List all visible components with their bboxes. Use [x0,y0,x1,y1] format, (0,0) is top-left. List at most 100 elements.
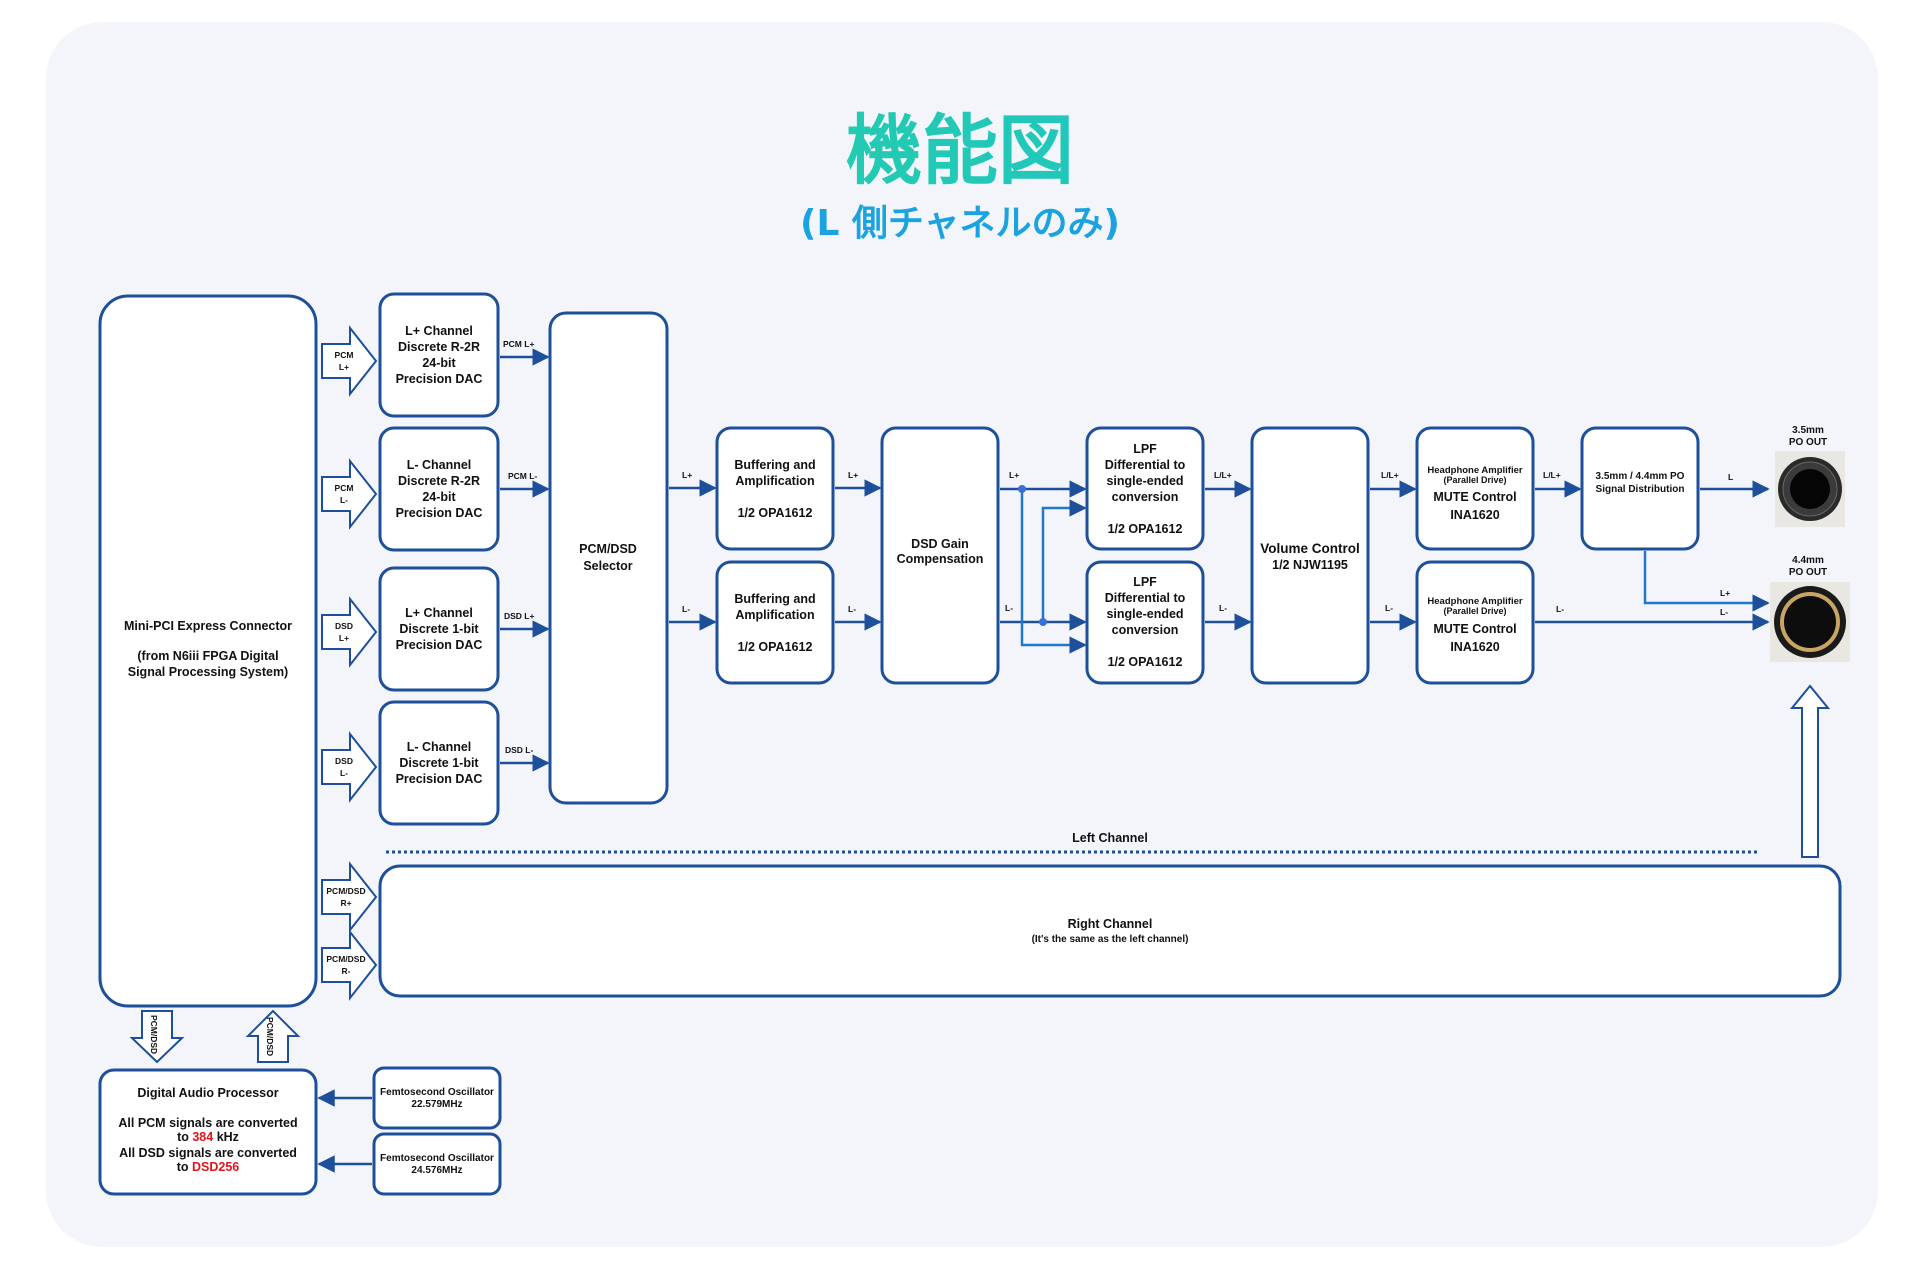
svg-text:L-: L- [1005,603,1013,613]
svg-text:Headphone Amplifier: Headphone Amplifier [1427,596,1522,607]
buffer-box-top: Buffering and Amplification 1/2 OPA1612 [715,426,835,551]
oscillator-22mhz-box: Femtosecond Oscillator 22.579MHz [372,1066,502,1130]
input-arrow-pcm-l-minus: PCM L- [321,458,378,530]
svg-text:DSD L+: DSD L+ [504,611,535,621]
svg-text:L-: L- [340,768,348,778]
svg-text:PCM L+: PCM L+ [503,339,534,349]
svg-text:1/2 NJW1195: 1/2 NJW1195 [1272,558,1348,572]
svg-text:PCM/DSD: PCM/DSD [326,886,365,896]
svg-text:PO OUT: PO OUT [1789,437,1827,448]
svg-text:conversion: conversion [1112,490,1179,504]
jack-35mm: 3.5mm PO OUT [1775,425,1845,527]
svg-text:L- Channel: L- Channel [407,458,472,472]
connector-source-2: Signal Processing System) [128,665,288,679]
signal-label: L+ [682,470,692,480]
svg-text:Compensation: Compensation [897,552,984,566]
svg-text:Selector: Selector [583,559,632,573]
svg-text:Femtosecond Oscillator: Femtosecond Oscillator [380,1087,494,1098]
input-arrow-pcm-l-plus: PCM L+ [321,325,378,397]
svg-text:24-bit: 24-bit [422,356,456,370]
svg-text:Amplification: Amplification [735,608,814,622]
svg-text:Buffering and: Buffering and [734,592,815,606]
svg-text:R-: R- [342,966,351,976]
svg-text:22.579MHz: 22.579MHz [411,1099,462,1110]
headphone-amp-box-top: Headphone Amplifier (Parallel Drive) MUT… [1415,426,1535,551]
svg-text:1/2 OPA1612: 1/2 OPA1612 [738,640,813,654]
signal-label: L- [1219,603,1227,613]
svg-text:Amplification: Amplification [735,474,814,488]
svg-text:single-ended: single-ended [1106,474,1183,488]
svg-text:PCM L-: PCM L- [508,471,537,481]
svg-text:(Parallel Drive): (Parallel Drive) [1443,606,1506,616]
svg-text:Femtosecond Oscillator: Femtosecond Oscillator [380,1153,494,1164]
svg-text:Discrete R-2R: Discrete R-2R [398,474,480,488]
input-arrow-dsd-l-plus: DSD L+ [321,596,378,668]
wire-distribution-44-jack [1643,551,1770,612]
input-arrow-right-minus: PCM/DSD R- [321,929,378,1001]
svg-text:L+: L+ [339,362,349,372]
svg-text:Differential to: Differential to [1105,591,1186,605]
svg-text:24-bit: 24-bit [422,490,456,504]
svg-text:Differential to: Differential to [1105,458,1186,472]
svg-text:PCM/DSD: PCM/DSD [149,1015,159,1054]
svg-text:L+: L+ [339,633,349,643]
lpf-box-top: LPF Differential to single-ended convers… [1085,426,1205,551]
lpf-box-bottom: LPF Differential to single-ended convers… [1085,560,1205,685]
svg-text:Right Channel: Right Channel [1068,917,1153,931]
svg-text:Precision DAC: Precision DAC [396,372,483,386]
dac-box-pcm-l-minus: L- Channel Discrete R-2R 24-bit Precisio… [378,426,500,552]
signal-label: L+ [848,470,858,480]
svg-text:PCM: PCM [335,350,354,360]
svg-text:DSD: DSD [335,621,353,631]
svg-text:4.4mm: 4.4mm [1792,555,1824,566]
right-channel-box: Right Channel (It's the same as the left… [378,864,1842,998]
svg-text:3.5mm: 3.5mm [1792,425,1824,436]
svg-text:L+: L+ [1009,470,1019,480]
signal-label: L [1728,472,1733,482]
input-arrow-dsd-l-minus: DSD L- [321,731,378,803]
svg-text:3.5mm / 4.4mm PO: 3.5mm / 4.4mm PO [1596,471,1685,482]
svg-text:INA1620: INA1620 [1450,640,1499,654]
svg-text:R+: R+ [340,898,351,908]
svg-text:Discrete 1-bit: Discrete 1-bit [399,622,479,636]
left-channel-label: Left Channel [1072,831,1148,845]
signal-label: L/L+ [1381,470,1399,480]
mini-pci-connector-box: Mini-PCI Express Connector (from N6iii F… [98,294,318,1008]
signal-label: L- [1556,604,1564,614]
svg-text:24.576MHz: 24.576MHz [411,1165,462,1176]
svg-text:single-ended: single-ended [1106,607,1183,621]
dac-output-wires: PCM L+ PCM L- DSD L+ DSD L- [500,339,550,772]
signal-label: L/L+ [1214,470,1232,480]
svg-text:conversion: conversion [1112,623,1179,637]
signal-label: L- [848,604,856,614]
buffer-box-bottom: Buffering and Amplification 1/2 OPA1612 [715,560,835,685]
oscillator-24mhz-box: Femtosecond Oscillator 24.576MHz [372,1132,502,1196]
svg-text:Signal Distribution: Signal Distribution [1596,484,1685,495]
svg-text:(Parallel Drive): (Parallel Drive) [1443,475,1506,485]
dsd-rate-value: DSD256 [192,1160,239,1174]
svg-text:L+ Channel: L+ Channel [405,324,473,338]
signal-label: L- [682,604,690,614]
svg-text:PO OUT: PO OUT [1789,567,1827,578]
dsd-gain-compensation-box: DSD Gain Compensation [880,426,1000,685]
page-title: 機能図 [0,106,1920,196]
volume-control-box: Volume Control 1/2 NJW1195 [1250,426,1370,685]
svg-text:Precision DAC: Precision DAC [396,638,483,652]
jack-44mm: 4.4mm PO OUT [1770,555,1850,662]
connector-label: Mini-PCI Express Connector [124,619,292,633]
svg-text:DSD L-: DSD L- [505,745,534,755]
svg-text:PCM/DSD: PCM/DSD [579,542,637,556]
signal-label: L+ [1720,588,1730,598]
svg-text:LPF: LPF [1133,575,1157,589]
svg-text:Buffering and: Buffering and [734,458,815,472]
svg-text:Volume Control: Volume Control [1260,541,1360,556]
signal-label: L- [1385,603,1393,613]
svg-text:MUTE Control: MUTE Control [1433,622,1516,636]
connector-source-1: (from N6iii FPGA Digital [137,649,278,663]
svg-text:1/2 OPA1612: 1/2 OPA1612 [1108,522,1183,536]
svg-text:PCM: PCM [335,483,354,493]
dac-box-dsd-l-minus: L- Channel Discrete 1-bit Precision DAC [378,700,500,826]
svg-text:to 384 kHz: to 384 kHz [177,1130,239,1144]
svg-text:L-: L- [340,495,348,505]
digital-audio-processor-box: Digital Audio Processor All PCM signals … [98,1068,318,1196]
